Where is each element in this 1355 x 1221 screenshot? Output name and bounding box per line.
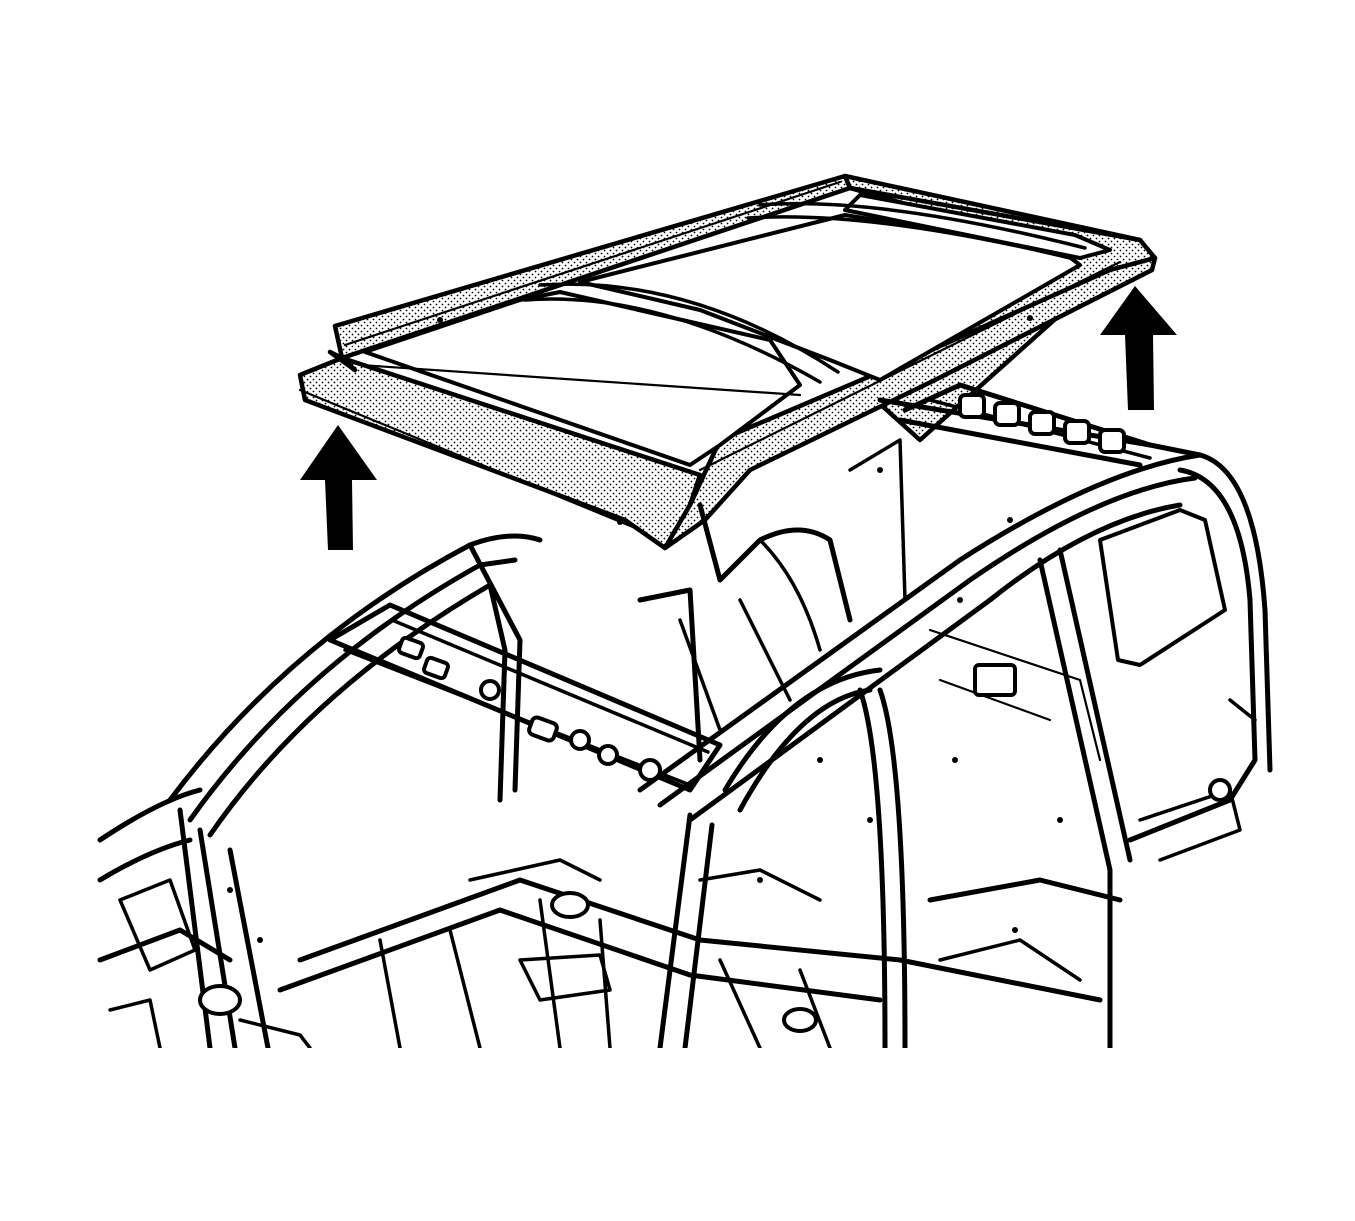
front-header-crossmember (327, 602, 723, 793)
roof-frame-cross-bows (523, 201, 1087, 384)
front-structure (97, 787, 312, 1048)
roof-frame-edge-details (298, 180, 1122, 532)
rear-roof-bow (902, 382, 1153, 460)
rear-quarter (1037, 452, 1273, 1048)
detail-marks (227, 467, 1063, 943)
lift-arrow-left (300, 425, 377, 550)
interior-structure (637, 438, 1102, 763)
floor-pan (277, 858, 1103, 1048)
rear-floor (927, 778, 1242, 982)
roof-frame-openings (363, 193, 1112, 467)
vehicle-body (97, 382, 1273, 1048)
windshield-frame (167, 533, 543, 1048)
roof-frame (297, 173, 1158, 551)
lift-arrow-right (1100, 286, 1177, 410)
roof-frame-side-rail-right (327, 255, 1158, 551)
